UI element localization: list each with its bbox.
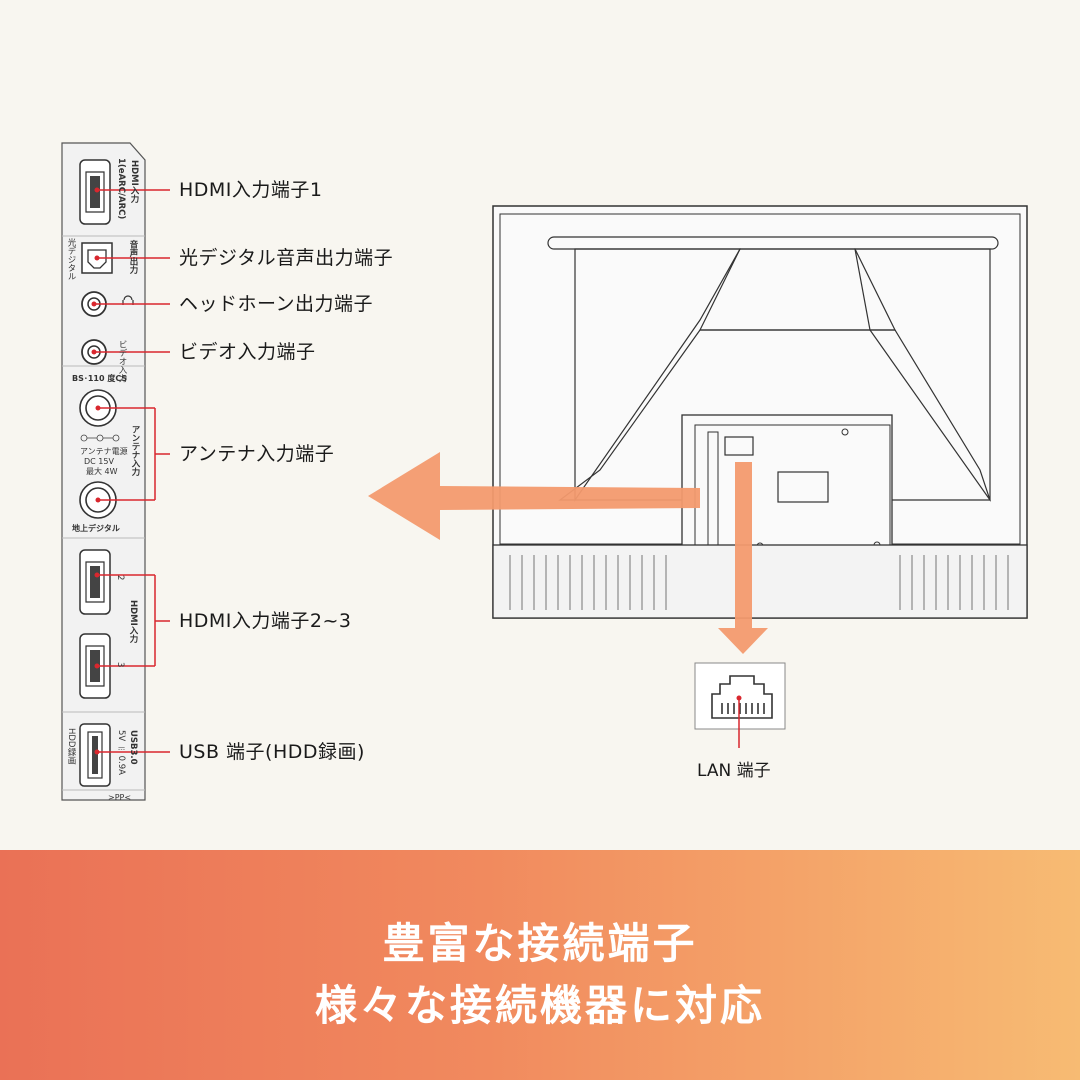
callout-lines (94, 189, 170, 753)
panel-hdmi23-label: HDMI入力 (128, 600, 138, 643)
panel-antenna-power-2: DC 15V (84, 457, 114, 466)
lan-label: LAN 端子 (697, 761, 771, 781)
headline-line-2: 様々な接続機器に対応 (314, 981, 765, 1030)
panel-hdmi2-number: 2 (115, 575, 125, 581)
hdmi2-port-icon (79, 549, 111, 615)
panel-antenna-power-1: アンテナ電源 (80, 447, 128, 456)
lan-port-icon (694, 662, 786, 748)
panel-usb-label: USB3.0 (128, 730, 138, 765)
panel-optical-side-label: 光デジタル (66, 238, 76, 281)
tv-vent-lines (509, 555, 1009, 610)
hdmi1-port-icon (79, 159, 111, 225)
optical-label: 光デジタル音声出力端子 (179, 247, 394, 269)
usb-label: USB 端子(HDD録画) (179, 741, 365, 763)
panel-antenna-label: アンテナ入力 (130, 425, 140, 476)
panel-hdd-side-label: HDD録画 (66, 728, 76, 765)
video-label: ビデオ入力端子 (179, 341, 316, 363)
panel-hdmi1-sub-label: 1(eARC/ARC) (116, 158, 126, 220)
antenna-power-symbol-icon (80, 434, 120, 442)
panel-video-label: ビデオ入力 (117, 340, 127, 383)
antenna-label: アンテナ入力端子 (179, 443, 335, 465)
hdmi1-label: HDMI入力端子1 (179, 179, 323, 201)
hdmi23-label: HDMI入力端子2~3 (179, 610, 352, 632)
headline-banner: 豊富な接続端子 様々な接続機器に対応 (0, 850, 1080, 1080)
panel-bs-cs-label: BS･110 度CS (72, 374, 128, 383)
panel-antenna-power-3: 最大 4W (86, 467, 118, 476)
side-terminal-panel (61, 142, 1028, 801)
illustration-area: HDMI入力 1(eARC/ARC) 音声出力 光デジタル ビデオ入力 BS･1… (61, 142, 1028, 802)
headphone-label: ヘッドホーン出力端子 (179, 293, 374, 315)
headline-line-1: 豊富な接続端子 (382, 919, 698, 968)
usb-port-icon (79, 723, 111, 787)
tv-back-illustration (492, 205, 1028, 619)
panel-hdmi3-number: 3 (115, 662, 125, 668)
lan-arrow-icon (718, 462, 768, 654)
side-terminal-arrow-icon (368, 452, 700, 540)
panel-material-mark: >PP< (108, 793, 132, 802)
panel-hdmi1-label: HDMI入力 (129, 160, 139, 203)
panel-optical-label: 音声出力 (128, 240, 138, 274)
panel-terrestrial-label: 地上デジタル (72, 524, 120, 533)
panel-usb-spec: 5V ⎓ 0.9A (116, 730, 126, 775)
